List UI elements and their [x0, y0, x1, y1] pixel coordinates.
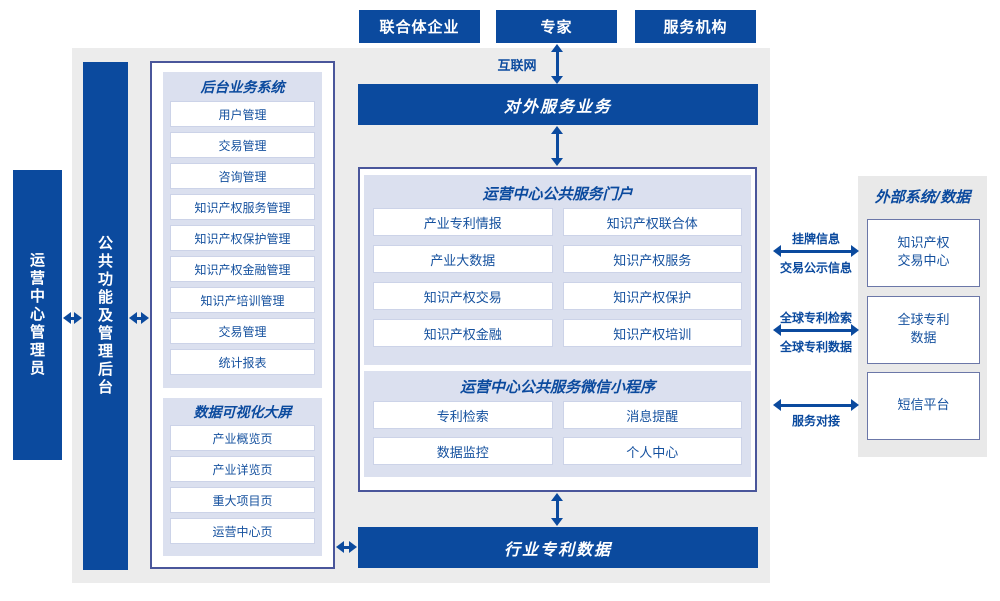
- portal-item: 知识产权交易: [373, 282, 553, 310]
- industry-patent-data-bar: 行业专利数据: [358, 527, 758, 568]
- external-system-line: 数据: [910, 331, 937, 346]
- dashboard-item: 重大项目页: [170, 487, 315, 513]
- backend-system-title: 后台业务系统: [200, 80, 285, 96]
- external-system-line: 全球专利: [897, 312, 950, 328]
- double-arrow-icon: [551, 126, 563, 166]
- portal-item: 知识产权联合体: [562, 208, 742, 236]
- miniprogram-item: 专利检索: [373, 401, 553, 429]
- dashboard-item: 产业详览页: [170, 456, 315, 482]
- actor-box-experts: 专家: [496, 10, 617, 43]
- backend-item: 咨询管理: [170, 163, 315, 189]
- backend-item: 用户管理: [170, 101, 315, 127]
- backend-system-items: 用户管理 交易管理 咨询管理 知识产权服务管理 知识产权保护管理 知识产权金融管…: [163, 101, 322, 375]
- backend-item: 知识产权保护管理: [170, 225, 315, 251]
- actor-label: 服务机构: [663, 18, 728, 36]
- double-arrow-icon: [773, 399, 859, 411]
- miniprogram-item: 数据监控: [373, 437, 553, 465]
- connection-label-global-patent-search: 全球专利检索: [779, 311, 852, 325]
- wechat-miniprogram-group: 运营中心公共服务微信小程序 专利检索 消息提醒 数据监控 个人中心: [364, 371, 751, 477]
- external-system-line: 短信平台: [897, 397, 950, 413]
- actor-box-consortium-enterprises: 联合体企业: [359, 10, 480, 43]
- portal-title: 运营中心公共服务门户: [482, 185, 633, 203]
- external-system-global-patent-data: 全球专利 数据: [867, 296, 980, 364]
- external-system-line: 交易中心: [897, 254, 950, 269]
- actor-label: 专家: [540, 18, 573, 36]
- data-dashboard-items: 产业概览页 产业详览页 重大项目页 运营中心页: [163, 425, 322, 544]
- public-function-admin-backend-bar: 公共功能及管理后台: [83, 62, 128, 570]
- data-dashboard-title: 数据可视化大屏: [193, 405, 292, 421]
- dashboard-item: 产业概览页: [170, 425, 315, 451]
- backend-item: 知识产权服务管理: [170, 194, 315, 220]
- double-arrow-icon: [551, 493, 563, 526]
- portal-items: 产业专利情报 知识产权联合体 产业大数据 知识产权服务 知识产权交易 知识产权保…: [364, 208, 751, 347]
- portal-item: 知识产权培训: [562, 319, 742, 347]
- portal-item: 产业专利情报: [373, 208, 553, 236]
- backend-item: 交易管理: [170, 132, 315, 158]
- external-system-sms-platform: 短信平台: [867, 372, 980, 440]
- double-arrow-icon: [336, 541, 357, 553]
- portal-item: 知识产权金融: [373, 319, 553, 347]
- bar-label: 对外服务业务: [503, 96, 612, 116]
- connection-label-global-patent-data: 全球专利数据: [779, 340, 852, 354]
- backend-item: 交易管理: [170, 318, 315, 344]
- miniprogram-item: 消息提醒: [562, 401, 742, 429]
- vertical-bar-label: 运营中心管理员: [28, 252, 46, 378]
- dashboard-item: 运营中心页: [170, 518, 315, 544]
- double-arrow-icon: [773, 245, 859, 257]
- miniprogram-title: 运营中心公共服务微信小程序: [459, 378, 655, 396]
- double-arrow-icon: [63, 312, 82, 324]
- internet-label: 互联网: [497, 59, 537, 74]
- external-system-line: 知识产权: [897, 235, 950, 251]
- portal-item: 产业大数据: [373, 245, 553, 273]
- connection-label-trade-publicity-info: 交易公示信息: [779, 261, 852, 275]
- backend-item: 统计报表: [170, 349, 315, 375]
- backend-system-group: 后台业务系统 用户管理 交易管理 咨询管理 知识产权服务管理 知识产权保护管理 …: [163, 72, 322, 388]
- vertical-bar-label: 公共功能及管理后台: [96, 235, 114, 397]
- backend-item: 知识产培训管理: [170, 287, 315, 313]
- backend-item: 知识产权金融管理: [170, 256, 315, 282]
- data-dashboard-group: 数据可视化大屏 产业概览页 产业详览页 重大项目页 运营中心页: [163, 398, 322, 556]
- bar-label: 行业专利数据: [503, 539, 612, 559]
- external-service-bar: 对外服务业务: [358, 84, 758, 125]
- double-arrow-icon: [129, 312, 149, 324]
- miniprogram-item: 个人中心: [562, 437, 742, 465]
- operation-center-admin-bar: 运营中心管理员: [13, 170, 62, 460]
- actor-label: 联合体企业: [379, 18, 460, 36]
- actor-box-service-organizations: 服务机构: [635, 10, 756, 43]
- double-arrow-icon: [551, 44, 563, 84]
- connection-label-listing-info: 挂牌信息: [791, 232, 840, 246]
- miniprogram-items: 专利检索 消息提醒 数据监控 个人中心: [364, 401, 751, 465]
- public-service-portal-group: 运营中心公共服务门户 产业专利情报 知识产权联合体 产业大数据 知识产权服务 知…: [364, 175, 751, 365]
- portal-item: 知识产权服务: [562, 245, 742, 273]
- external-systems-title: 外部系统/数据: [874, 188, 971, 206]
- external-system-ip-trading-center: 知识产权 交易中心: [867, 219, 980, 287]
- double-arrow-icon: [773, 324, 859, 336]
- connection-label-service-docking: 服务对接: [791, 414, 840, 428]
- portal-item: 知识产权保护: [562, 282, 742, 310]
